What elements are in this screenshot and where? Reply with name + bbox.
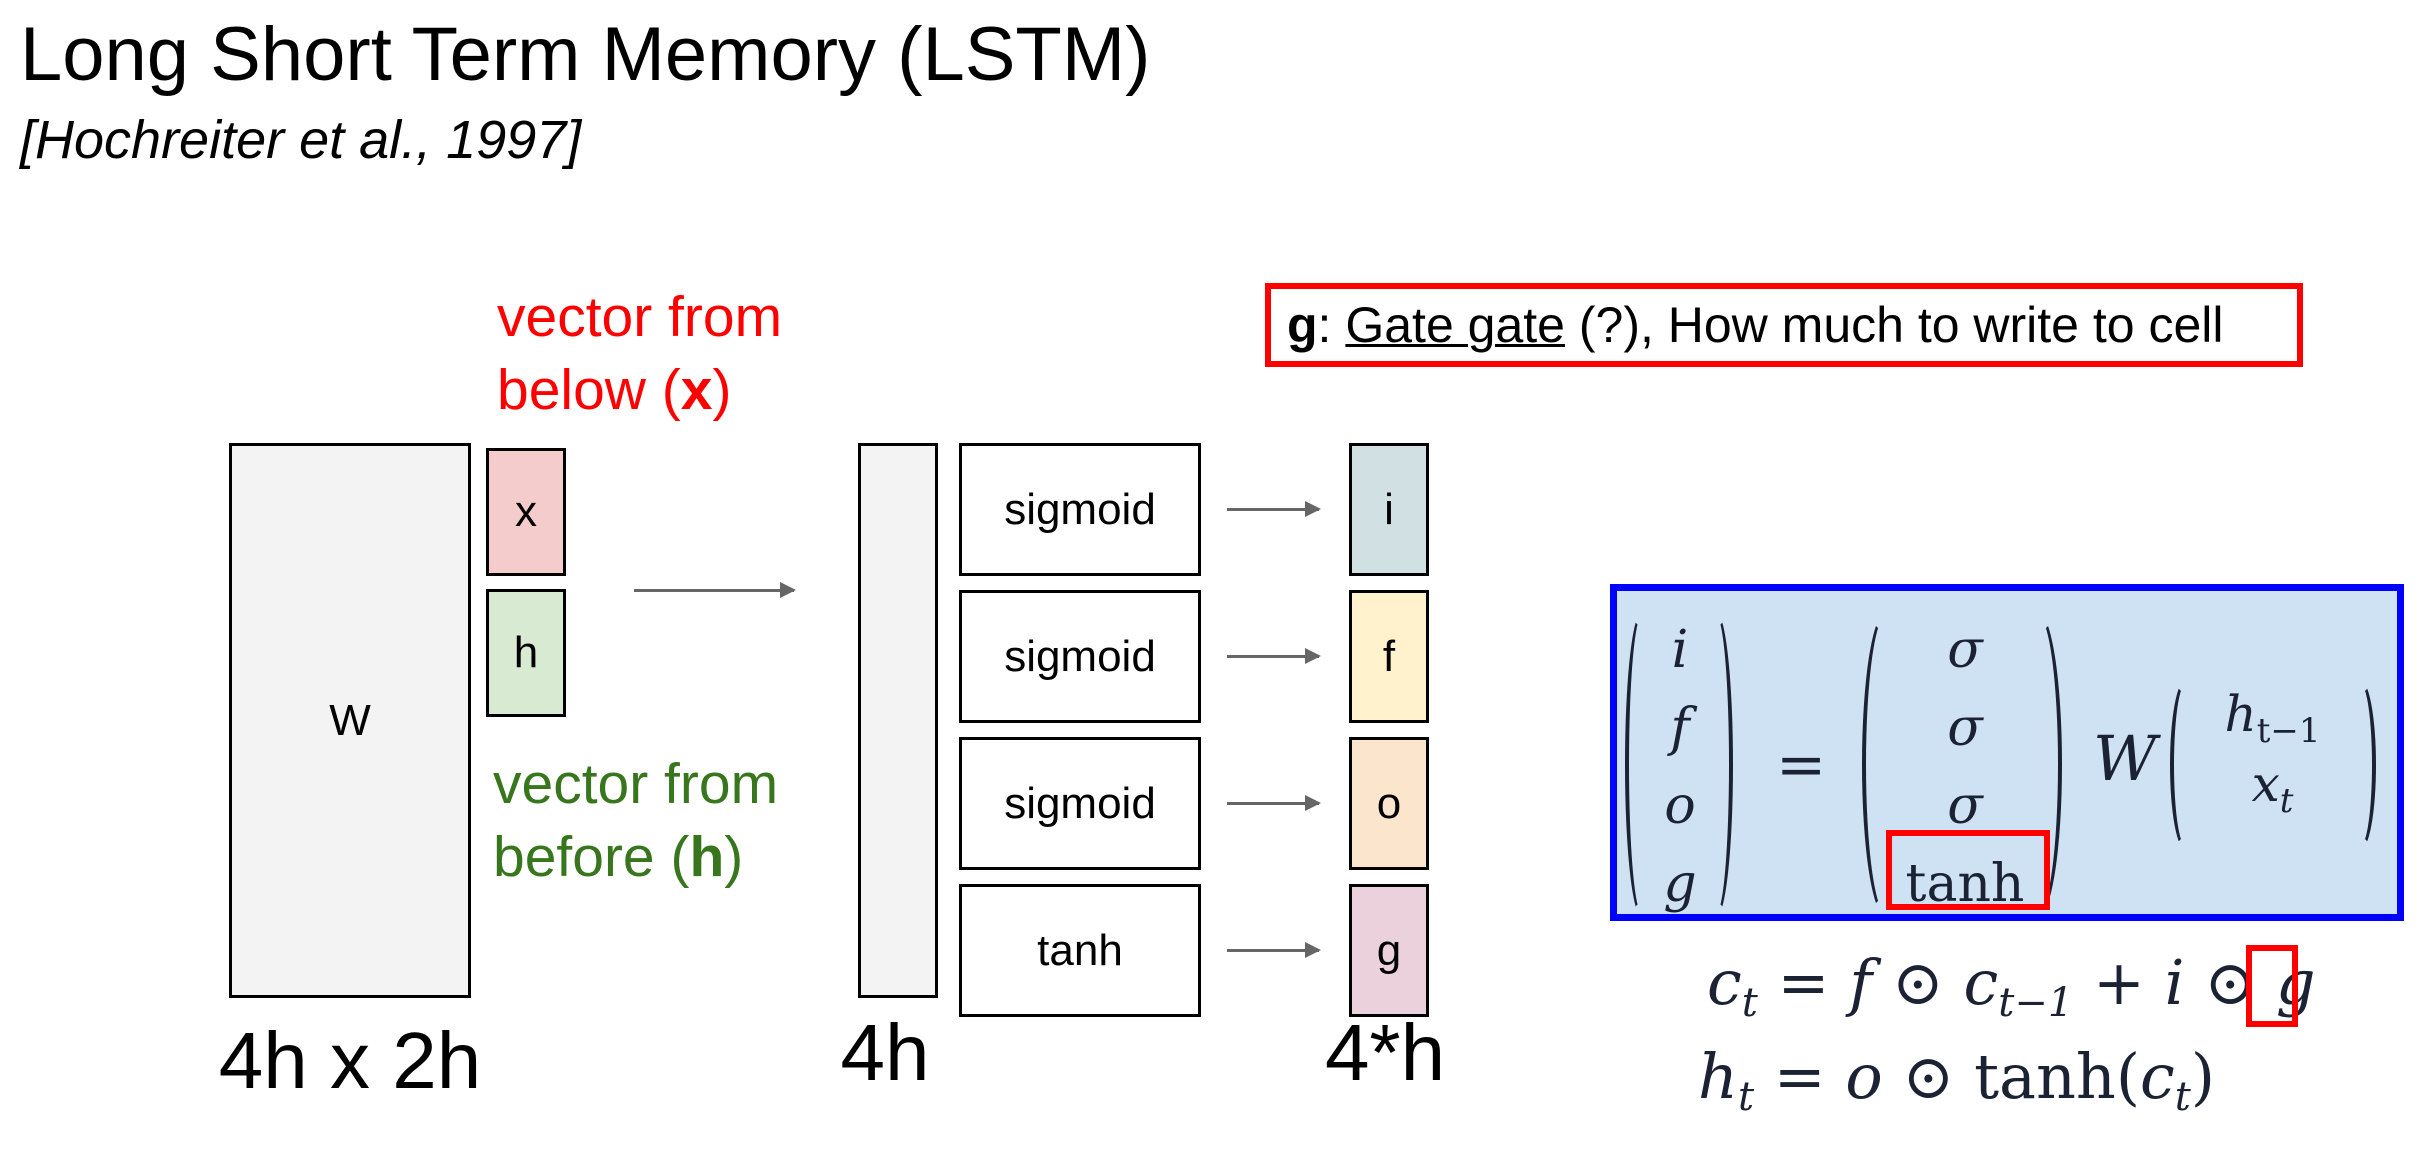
eq-h: h bbox=[2224, 685, 2257, 743]
eq-x-sub: t bbox=[2279, 781, 2294, 821]
eq-o: o bbox=[1845, 1040, 1883, 1113]
tanh-highlight bbox=[1886, 830, 2050, 910]
activation-vector: σ σ σ tanh bbox=[1890, 620, 2040, 914]
activation-label: sigmoid bbox=[1004, 631, 1156, 681]
arrow-right-icon bbox=[1227, 942, 1321, 958]
gate-label: f bbox=[1382, 631, 1396, 681]
eq-equals: = bbox=[1776, 730, 1827, 800]
x-note-suffix: ) bbox=[712, 358, 732, 422]
x-note-symbol: x bbox=[680, 358, 713, 422]
eq-gate-i: i bbox=[1671, 620, 1689, 680]
right-paren-icon bbox=[2350, 680, 2376, 850]
gate-o-box: o bbox=[1349, 737, 1429, 870]
eq-equals: = bbox=[1757, 946, 1850, 1019]
gate-gate-callout: g: Gate gate (?), How much to write to c… bbox=[1265, 283, 2303, 367]
g-highlight bbox=[2246, 945, 2298, 1027]
right-paren-icon bbox=[2022, 612, 2062, 917]
eq-plus: + bbox=[2073, 946, 2165, 1019]
h-vector-box: h bbox=[486, 589, 566, 717]
slide-title: Long Short Term Memory (LSTM) bbox=[20, 12, 1151, 97]
callout-colon: : bbox=[1317, 297, 1332, 353]
eq-c: c bbox=[2140, 1040, 2175, 1113]
x-note-line2: below (x) bbox=[497, 354, 782, 427]
eq-sub-t: t bbox=[1741, 980, 1758, 1026]
h-note-symbol: h bbox=[689, 825, 725, 889]
eq-h-prev: ht−1 bbox=[2225, 685, 2321, 751]
activation-box: tanh bbox=[959, 884, 1201, 1017]
activation-box: sigmoid bbox=[959, 443, 1201, 576]
arrow-right-icon bbox=[1227, 795, 1321, 811]
left-paren-icon bbox=[1862, 612, 1902, 917]
gate-i-box: i bbox=[1349, 443, 1429, 576]
h-note-prefix: before ( bbox=[493, 825, 690, 889]
input-vector: ht−1 xt bbox=[2195, 685, 2350, 821]
eq-sub-t: t bbox=[2174, 1074, 2191, 1120]
product-vector-box bbox=[858, 443, 938, 998]
gate-f-box: f bbox=[1349, 590, 1429, 723]
odot-icon: ⊙ bbox=[1872, 946, 1964, 1019]
cell-update-equation: ct = f ⊙ ct−1 + i ⊙ g bbox=[1707, 946, 2316, 1026]
left-paren-icon bbox=[2170, 680, 2196, 850]
gates-dims-label: 4*h bbox=[1324, 1008, 1446, 1097]
callout-symbol: g bbox=[1287, 297, 1318, 353]
eq-sub-t: t bbox=[1737, 1074, 1755, 1120]
eq-h-sub: t−1 bbox=[2256, 711, 2321, 751]
activation-box: sigmoid bbox=[959, 590, 1201, 723]
product-dims-label: 4h bbox=[840, 1008, 930, 1097]
h-vector-label: h bbox=[513, 628, 539, 677]
citation: [Hochreiter et al., 1997] bbox=[20, 110, 582, 170]
eq-c: c bbox=[1707, 946, 1742, 1019]
eq-gate-f: f bbox=[1670, 698, 1690, 758]
h-vector-note: vector from before (h) bbox=[493, 748, 778, 894]
x-vector-label: x bbox=[515, 487, 537, 536]
eq-x-t: xt bbox=[2252, 755, 2294, 821]
activation-label: sigmoid bbox=[1004, 484, 1156, 534]
activation-label: sigmoid bbox=[1004, 778, 1156, 828]
weight-matrix-box: W bbox=[229, 443, 471, 998]
eq-gate-g: g bbox=[1663, 854, 1697, 914]
h-note-line2: before (h) bbox=[493, 821, 778, 894]
activation-label: tanh bbox=[1037, 925, 1123, 975]
callout-description: (?), How much to write to cell bbox=[1564, 297, 2224, 353]
eq-close-paren: ) bbox=[2190, 1040, 2216, 1113]
eq-f: f bbox=[1849, 946, 1873, 1019]
x-vector-box: x bbox=[486, 448, 566, 576]
gate-label: i bbox=[1384, 484, 1394, 534]
gate-vector: i f o g bbox=[1655, 620, 1705, 914]
odot-icon: ⊙ bbox=[1882, 1040, 1975, 1113]
eq-gate-o: o bbox=[1664, 776, 1696, 836]
x-vector-note: vector from below (x) bbox=[497, 281, 782, 427]
weight-matrix-label: W bbox=[329, 695, 371, 745]
eq-sigma: σ bbox=[1947, 776, 1983, 836]
x-note-line1: vector from bbox=[497, 285, 783, 349]
eq-weight-matrix: W bbox=[2093, 722, 2157, 795]
h-note-line1: vector from bbox=[493, 752, 779, 816]
hidden-update-equation: ht = o ⊙ tanh(ct) bbox=[1698, 1040, 2215, 1120]
right-paren-icon bbox=[1705, 612, 1733, 917]
activation-box: sigmoid bbox=[959, 737, 1201, 870]
gate-equation-box bbox=[1610, 584, 2404, 921]
gate-label: g bbox=[1376, 925, 1402, 975]
weight-dims-label: 4h x 2h bbox=[218, 1016, 482, 1105]
arrow-right-icon bbox=[1227, 648, 1321, 664]
multiply-arrow-icon bbox=[634, 582, 796, 598]
h-note-suffix: ) bbox=[724, 825, 744, 889]
gate-g-box: g bbox=[1349, 884, 1429, 1017]
callout-name: Gate gate bbox=[1345, 297, 1565, 353]
eq-i: i bbox=[2164, 946, 2185, 1019]
eq-h: h bbox=[1698, 1040, 1738, 1113]
eq-sub-tm1: t−1 bbox=[1998, 980, 2074, 1026]
eq-equals: = bbox=[1754, 1040, 1846, 1113]
eq-tanh: tanh( bbox=[1974, 1040, 2141, 1113]
gate-label: o bbox=[1376, 778, 1402, 828]
eq-x: x bbox=[2251, 755, 2280, 813]
left-paren-icon bbox=[1625, 612, 1653, 917]
eq-c: c bbox=[1963, 946, 1999, 1019]
eq-sigma: σ bbox=[1947, 620, 1983, 680]
x-note-prefix: below ( bbox=[497, 358, 681, 422]
arrow-right-icon bbox=[1227, 501, 1321, 517]
eq-sigma: σ bbox=[1947, 698, 1983, 758]
